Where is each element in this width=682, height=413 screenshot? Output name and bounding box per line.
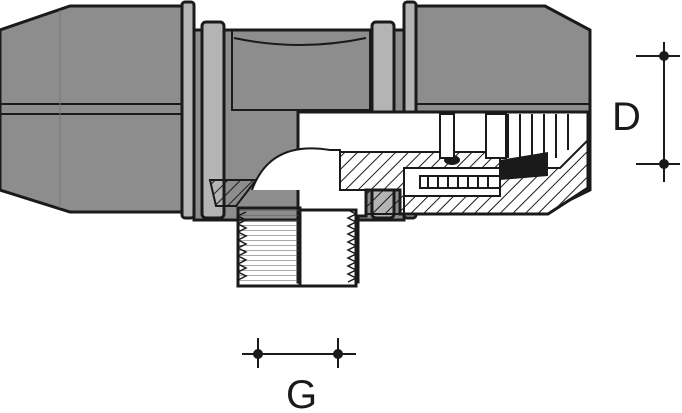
threaded-outlet [236, 206, 358, 288]
cutaway-section [296, 110, 590, 284]
dimension-g: G [242, 338, 356, 413]
o-ring-seal [500, 152, 548, 180]
left-nut-ring [180, 0, 196, 220]
left-seal [208, 179, 259, 207]
left-compression-nut [0, 4, 184, 214]
outlet-bore [251, 147, 341, 191]
grip-ring [419, 175, 501, 189]
dimension-d: D [612, 42, 680, 182]
pipe-ribs [507, 114, 569, 158]
dimension-d-label: D [612, 95, 641, 139]
dimension-g-label: G [286, 373, 317, 413]
